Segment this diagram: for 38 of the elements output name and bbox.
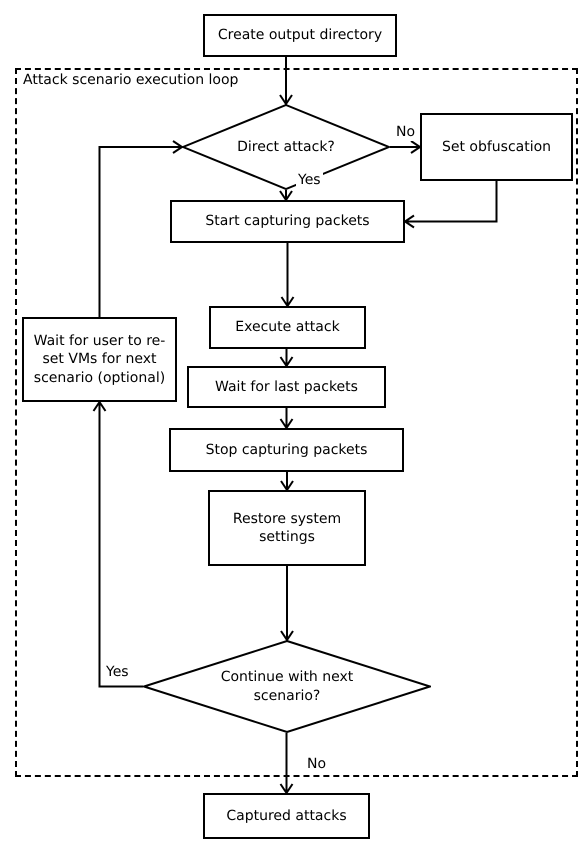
loop-heading: Attack scenario execution loop <box>23 72 238 88</box>
arrow <box>280 472 294 491</box>
arrow <box>404 181 498 228</box>
arrow <box>280 566 294 641</box>
arrow <box>280 733 294 794</box>
loop-frame <box>15 68 578 777</box>
step-label: Captured attacks <box>226 806 347 826</box>
decision-label: Direct attack? <box>237 138 335 156</box>
decision-diamond <box>182 104 390 190</box>
process-box <box>22 317 177 402</box>
process-box <box>209 306 366 349</box>
arrow <box>280 243 294 307</box>
edge-label: No <box>394 124 418 141</box>
arrow <box>279 190 293 201</box>
step-label: Restore system settings <box>232 510 342 546</box>
arrow <box>98 140 183 317</box>
process-box <box>208 490 366 566</box>
step-label: Execute attack <box>235 318 340 337</box>
process-box <box>203 793 370 839</box>
edge-label: Yes <box>296 172 323 189</box>
step-label: Wait for user to re-set VMs for next scenario (optional) <box>32 332 166 387</box>
process-box <box>187 366 386 408</box>
arrow <box>279 57 293 105</box>
step-label: Wait for last packets <box>215 378 358 396</box>
arrow <box>390 140 421 154</box>
arrow <box>280 349 294 367</box>
process-box <box>420 113 573 181</box>
step-label: Set obfuscation <box>442 138 552 156</box>
decision-label: Continue with next scenario? <box>220 668 354 705</box>
decision-diamond <box>143 640 431 733</box>
step-label: Create output directory <box>218 26 382 45</box>
process-box <box>203 14 397 57</box>
step-label: Stop capturing packets <box>206 440 368 460</box>
step-label: Start capturing packets <box>205 212 370 231</box>
process-box <box>170 200 405 243</box>
arrow <box>280 408 294 429</box>
arrow <box>92 401 143 688</box>
process-box <box>169 428 404 472</box>
